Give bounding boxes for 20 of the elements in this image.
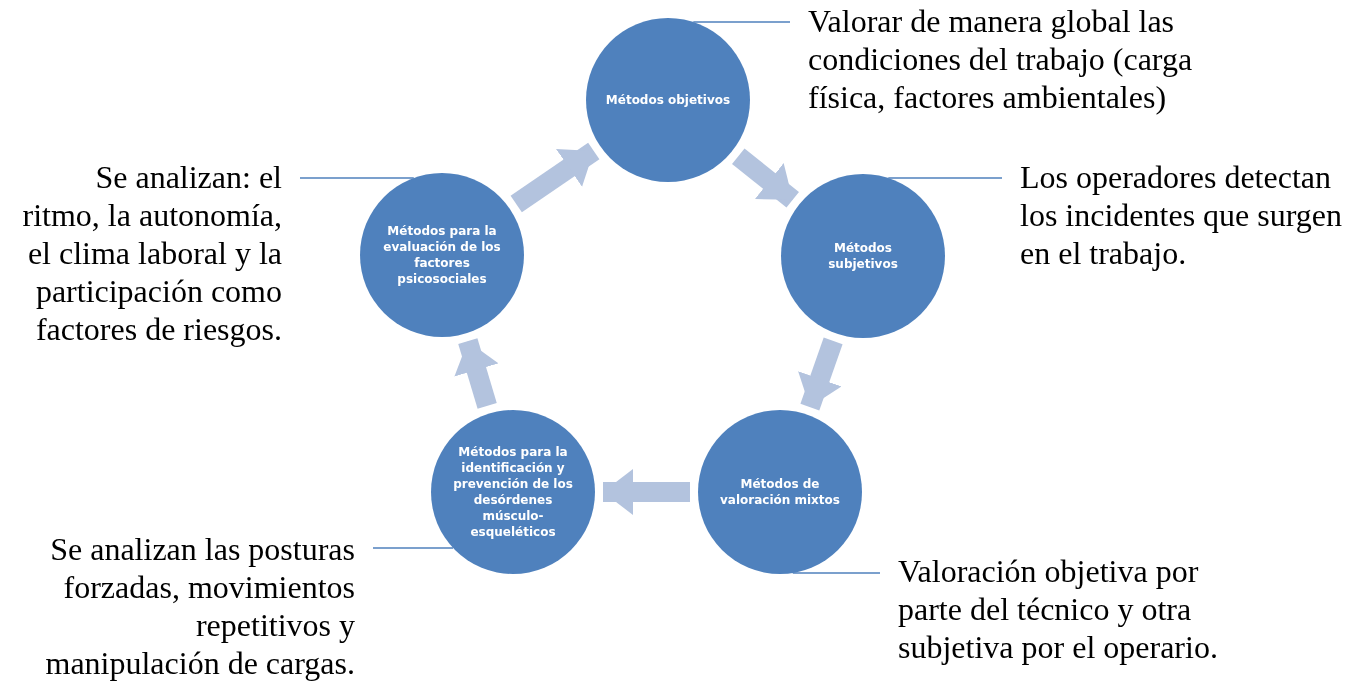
method-label: Métodos de valoración mixtos xyxy=(719,476,841,508)
leader-line xyxy=(692,21,791,23)
method-label: Métodos para la evaluación de los factores psicosociales xyxy=(382,223,502,287)
block-arrow xyxy=(454,338,499,409)
block-arrow xyxy=(510,142,600,213)
description-text: Valorar de manera global las condiciones del trabajo (carga física, factores ambientales) xyxy=(808,2,1228,116)
block-arrow xyxy=(798,337,843,411)
description-text: Se analizan las posturas forzadas, movimientos repetitivos y manipulación de cargas. xyxy=(20,530,355,682)
method-label: Métodos para la identificación y prevención de los desórdenes músculo-esqueléticos xyxy=(452,444,574,540)
block-arrow xyxy=(732,148,799,208)
leader-line xyxy=(372,547,454,549)
description-text: Valoración objetiva por parte del técnico y otra subjetiva por el operario. xyxy=(898,552,1233,666)
description-text: Se analizan: el ritmo, la autonomía, el clima laboral y la participación como factores de riesgos. xyxy=(14,158,282,348)
method-label: Métodos subjetivos xyxy=(827,240,899,272)
method-label: Métodos objetivos xyxy=(605,92,731,108)
leader-line xyxy=(299,177,415,179)
block-arrow xyxy=(603,469,690,515)
description-text: Los operadores detectan los incidentes que surgen en el trabajo. xyxy=(1020,158,1345,272)
leader-line xyxy=(887,177,1003,179)
leader-line xyxy=(792,572,881,574)
